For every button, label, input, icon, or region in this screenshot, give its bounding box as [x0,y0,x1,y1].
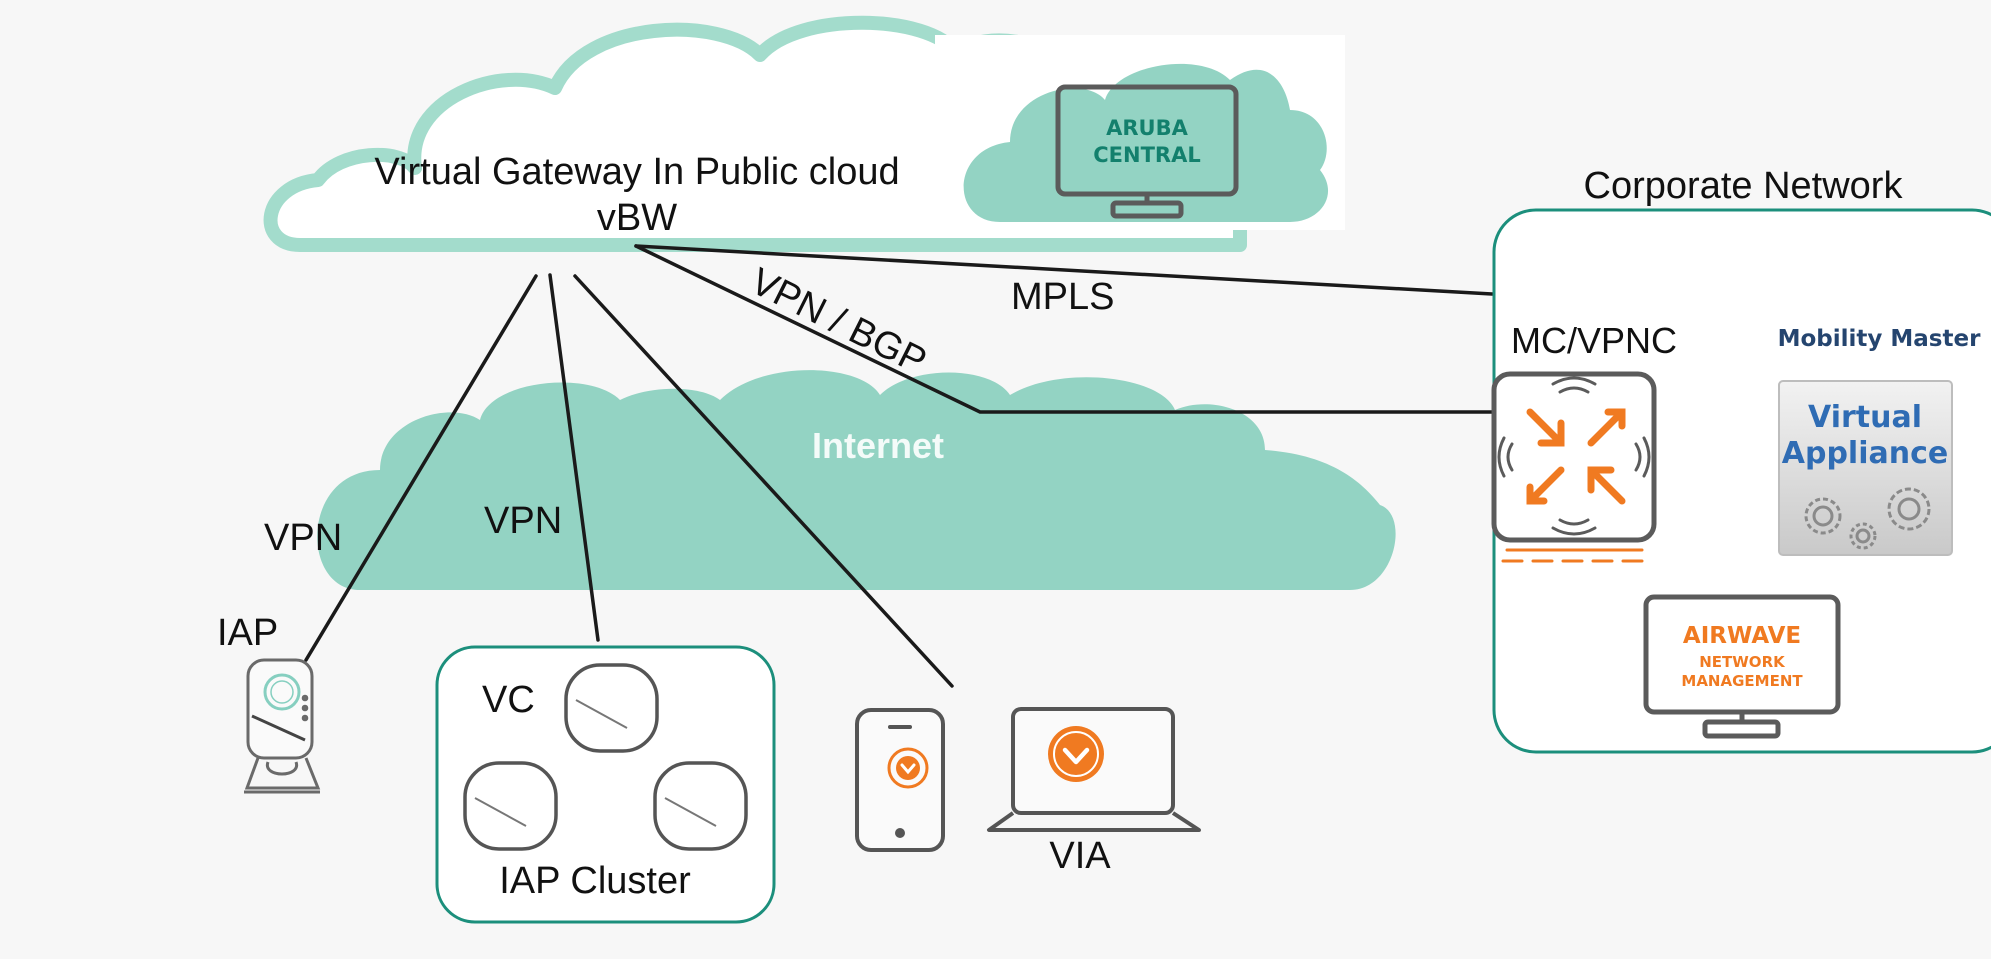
internet-cloud: Internet [317,370,1396,590]
iap-cluster: VC IAP Cluster [435,645,776,924]
airwave-sub1: NETWORK [1699,653,1786,671]
laptop-icon [987,707,1201,832]
virtual-appliance: Virtual Appliance [1778,380,1953,556]
link-cluster-vpn [548,273,600,642]
aruba-central: ARUBA CENTRAL [935,35,1345,230]
vpn-iap-label: VPN [264,517,342,559]
public-cloud-title: Virtual Gateway In Public cloud [374,151,899,193]
aruba-central-line2: CENTRAL [1093,143,1200,167]
link-vpn-bgp [634,244,1494,414]
airwave: AIRWAVE NETWORK MANAGEMENT [1643,594,1841,739]
iap-cluster-label: IAP Cluster [499,860,691,902]
corporate-title: Corporate Network [1584,165,1904,207]
iap-device: IAP [217,612,321,794]
virtual-appliance-line2: Appliance [1782,436,1948,471]
via-clients: VIA [855,707,1201,877]
connections [304,244,1494,688]
vc-label: VC [482,679,535,721]
gear-icon [1804,487,1931,550]
iap-label: IAP [217,612,278,654]
vpn-cluster-label: VPN [484,500,562,542]
via-label: VIA [1049,835,1111,877]
mpls-label: MPLS [1011,276,1114,318]
airwave-label: AIRWAVE [1683,623,1801,649]
link-iap-vpn [304,274,538,662]
vpn-bgp-label: VPN / BGP [744,260,933,382]
controller-icon [1491,371,1657,563]
monitor-icon [1055,84,1239,219]
link-via [573,274,954,688]
access-point-icon [244,658,321,794]
access-point-icon [653,761,748,851]
internet-cloud-shape [317,370,1396,590]
public-cloud-subtitle: vBW [597,197,677,239]
access-point-icon [463,761,558,851]
iap-cluster-box [435,645,776,924]
access-point-icon [564,663,659,753]
aruba-central-line1: ARUBA [1106,116,1188,140]
mc-vpnc-label: MC/VPNC [1511,320,1677,361]
corporate-network: Corporate Network MC/VPNC [1491,165,1991,754]
link-mpls [634,244,1494,296]
virtual-appliance-line1: Virtual [1808,400,1922,435]
smartphone-icon [855,708,945,852]
airwave-sub2: MANAGEMENT [1681,672,1803,690]
mobility-master-label: Mobility Master [1778,326,1981,352]
internet-label: Internet [812,425,944,466]
monitor-icon [1643,594,1841,739]
